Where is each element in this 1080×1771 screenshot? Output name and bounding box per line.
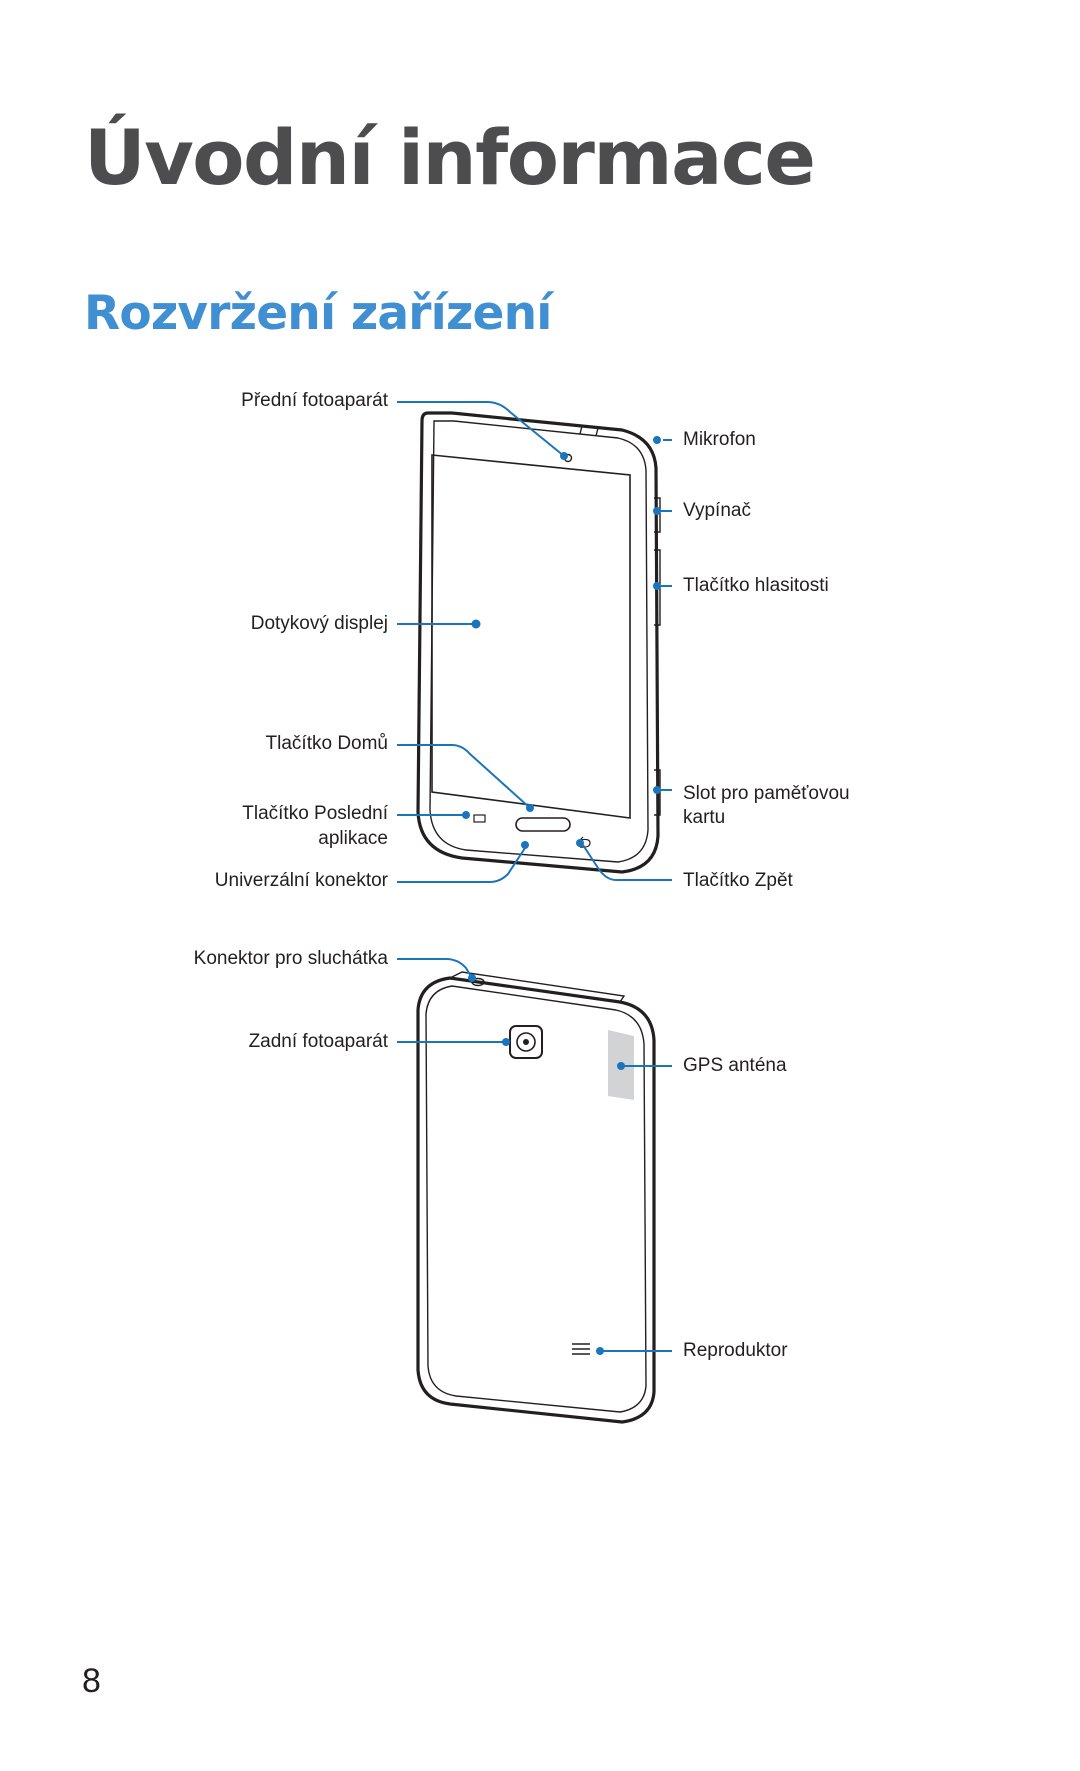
label-headset-jack: Konektor pro sluchátka: [193, 948, 388, 969]
front-callouts: [397, 401, 672, 883]
front-screen: [431, 454, 631, 819]
top-jack-bump: [579, 425, 599, 437]
label-power-button: Vypínač: [683, 500, 751, 521]
page-number: 8: [82, 1662, 101, 1700]
tablet-front-illustration: [416, 411, 661, 874]
tablet-rear-illustration: [416, 971, 656, 1424]
rear-camera-lens-outer: [516, 1032, 536, 1052]
front-bezel-inner: [429, 420, 649, 863]
rear-callouts: [397, 958, 672, 1352]
front-callout-dots: [462, 436, 661, 849]
recent-apps-key: [473, 814, 486, 823]
label-speaker: Reproduktor: [683, 1340, 788, 1361]
label-home-button: Tlačítko Domů: [265, 733, 388, 754]
label-touch-screen: Dotykový displej: [250, 613, 388, 634]
rear-camera-lens-inner: [523, 1039, 529, 1045]
rear-top-edge: [449, 971, 626, 1003]
label-multipurpose-jack: Univerzální konektor: [214, 870, 388, 891]
front-body-outline: [416, 411, 660, 874]
label-memory-slot-line1: Slot pro paměťovou: [683, 783, 850, 804]
power-key-edge: [654, 497, 661, 533]
home-button: [515, 817, 571, 832]
label-back-button: Tlačítko Zpět: [683, 870, 793, 891]
label-microphone: Mikrofon: [683, 429, 756, 450]
label-recent-apps-line1: Tlačítko Poslední: [242, 803, 388, 824]
page-title: Úvodní informace: [84, 113, 816, 202]
label-volume-button: Tlačítko hlasitosti: [683, 575, 829, 596]
label-gps-antenna: GPS anténa: [683, 1055, 787, 1076]
rear-callout-dots: [468, 974, 625, 1355]
section-title: Rozvržení zařízení: [84, 286, 552, 341]
label-front-camera: Přední fotoaparát: [241, 390, 388, 411]
speaker-grille: [572, 1343, 590, 1355]
label-recent-apps-line2: aplikace: [318, 828, 388, 849]
rear-body-outline: [416, 976, 656, 1424]
label-rear-camera: Zadní fotoaparát: [248, 1031, 388, 1052]
rear-body-inner: [425, 985, 647, 1413]
label-memory-slot-line2: kartu: [683, 807, 726, 828]
